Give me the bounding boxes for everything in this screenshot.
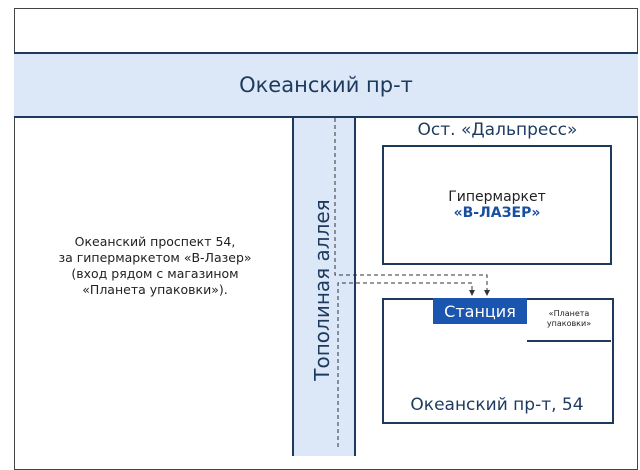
route-line xyxy=(337,282,473,447)
hypermarket-label: Гипермаркет xyxy=(448,189,546,205)
directions-line: «Планета упаковки»). xyxy=(82,282,228,297)
directions-line: (вход рядом с магазином xyxy=(71,266,239,281)
hypermarket-brand: «В-ЛАЗЕР» xyxy=(453,205,541,221)
directions-line: Океанский проспект 54, xyxy=(74,234,236,249)
arrow-icon xyxy=(469,290,475,296)
road-okeansky-label: Океанский пр-т xyxy=(239,73,413,97)
address-label: Океанский пр-т, 54 xyxy=(410,395,584,415)
route-paths xyxy=(334,118,490,447)
route-line xyxy=(334,118,488,292)
arrow-icon xyxy=(484,290,490,296)
hypermarket-building: Гипермаркет «В-ЛАЗЕР» xyxy=(382,145,612,265)
bus-stop-label: Ост. «Дальпресс» xyxy=(417,120,578,140)
directions-line: за гипермаркетом «В-Лазер» xyxy=(58,250,252,265)
directions-text: Океанский проспект 54, за гипермаркетом … xyxy=(40,234,270,298)
road-topolinaya xyxy=(292,116,356,456)
shop-line: «Планета xyxy=(548,309,590,318)
station-label: Станция xyxy=(433,298,527,324)
road-okeansky: Океанский пр-т xyxy=(14,52,638,118)
shop-line: упаковки» xyxy=(546,319,592,328)
